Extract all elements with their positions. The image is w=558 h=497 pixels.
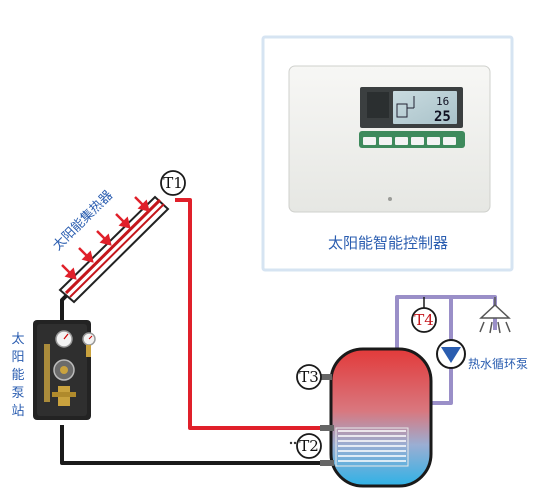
controller-buttons	[363, 137, 456, 145]
sensor-t3-label: T3	[299, 368, 319, 386]
controller-button-4[interactable]	[411, 137, 424, 145]
tank-body	[329, 347, 433, 488]
circulation-pump-icon	[436, 339, 466, 369]
display-temp-small: 16	[436, 95, 449, 108]
controller-screen	[393, 91, 457, 124]
sensor-t2-label: T2	[299, 437, 319, 455]
sensor-t2: T2	[289, 433, 322, 459]
coil-outlet-fitting	[320, 460, 334, 466]
collector-frame	[58, 195, 170, 304]
solar-collector: 太阳能集热器	[50, 187, 170, 304]
coil-inlet-fitting	[320, 425, 334, 431]
pump-station-label-char-4: 泵	[11, 386, 24, 401]
controller-panel: 16 25 太阳能智能控制器	[261, 35, 514, 272]
controller-label: 太阳能智能控制器	[328, 234, 448, 252]
sensor-t4-label: T4	[414, 311, 434, 329]
controller-button-3[interactable]	[395, 137, 408, 145]
controller-button-5[interactable]	[427, 137, 440, 145]
pump-station	[33, 320, 96, 420]
sensor-t3: T3	[296, 364, 322, 390]
controller-button-1[interactable]	[363, 137, 376, 145]
controller-screw	[388, 197, 392, 201]
sensor-t1-label: T1	[163, 174, 183, 192]
pump-station-label-char-5: 站	[11, 404, 24, 419]
heating-coil-icon	[335, 427, 409, 467]
pump-station-label-char-2: 阳	[11, 350, 24, 365]
storage-tank	[320, 347, 433, 488]
circulation-pump-label: 热水循环泵	[468, 357, 528, 371]
sunlight-arrows	[61, 196, 150, 280]
controller-button-6[interactable]	[443, 137, 456, 145]
sensor-t1: T1	[160, 170, 186, 196]
recirc-return-pipe	[430, 297, 453, 405]
screen-system-icon	[396, 96, 415, 118]
pump-station-label-char-3: 能	[11, 368, 24, 383]
display-temp-large: 25	[434, 109, 451, 125]
t3-fitting	[320, 374, 332, 380]
shower-head-icon	[479, 297, 511, 334]
collector-absorber-line	[64, 198, 162, 295]
pump-station-label: 太 阳 能 泵 站	[11, 332, 24, 419]
sensor-t4: T4	[411, 297, 437, 333]
controller-button-2[interactable]	[379, 137, 392, 145]
hot-flow-pipe	[175, 198, 322, 430]
pump-station-label-char-1: 太	[11, 332, 24, 347]
return-pipe	[60, 425, 322, 465]
